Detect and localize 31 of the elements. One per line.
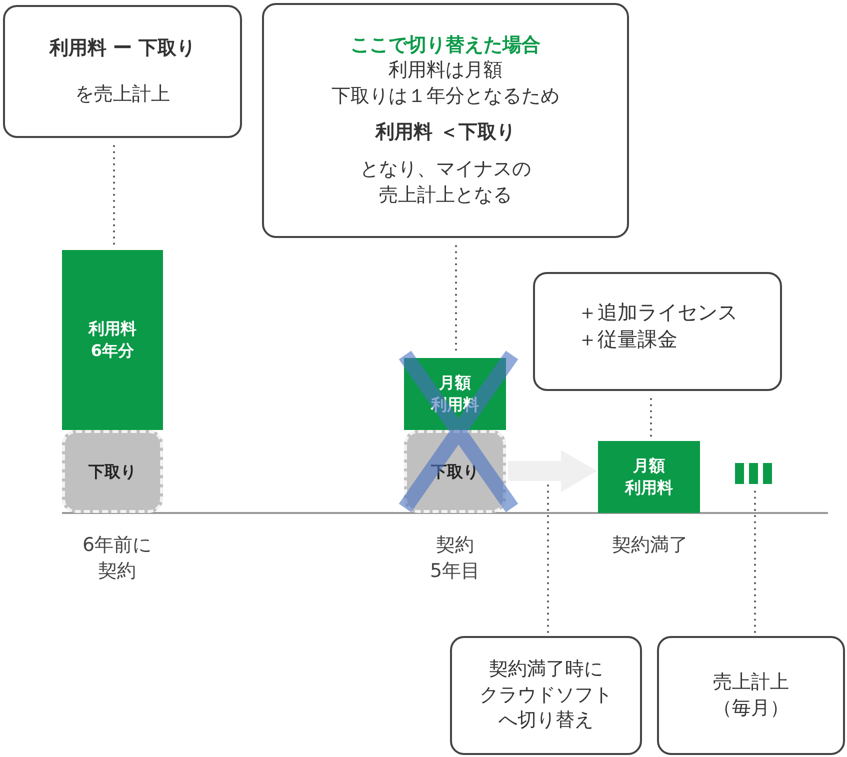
- ellipsis-mark: [735, 463, 772, 484]
- block-arrow: [508, 450, 597, 492]
- callout-text: ＋追加ライセンス＋従量課金: [578, 298, 738, 352]
- fee-bar: [404, 358, 506, 430]
- timeline-label: 契約満了: [611, 533, 689, 558]
- callout-text: 利用料 ー 下取り: [49, 36, 196, 61]
- leader-line: [650, 398, 652, 438]
- callout-text: 利用料 ＜下取り: [376, 120, 516, 144]
- callout-box: [657, 636, 845, 755]
- callout-text: となり、マイナスの売上計上となる: [360, 157, 531, 208]
- callout-text: ここで切り替えた場合: [350, 32, 540, 58]
- leader-line: [113, 145, 115, 247]
- callout-text: 利用料は月額下取りは１年分となるため: [332, 58, 560, 109]
- timeline-label: 6年前に契約: [81, 533, 153, 584]
- callout-box: [533, 272, 782, 391]
- timeline-label: 契約5年目: [428, 533, 482, 584]
- fee-bar: [598, 441, 700, 513]
- bar-label: 月額利用料: [625, 455, 673, 499]
- bar-label: 下取り: [431, 460, 479, 482]
- trade-in-bar: [62, 430, 163, 513]
- bar-label: 利用料6年分: [88, 318, 136, 362]
- bar-label: 下取り: [88, 460, 136, 482]
- callout-text: 売上計上（毎月）: [713, 670, 789, 720]
- callout-text: を売上計上: [75, 82, 170, 106]
- callout-text: 契約満了時にクラウドソフトへ切り替え: [480, 657, 612, 734]
- callout-box: [3, 5, 242, 138]
- trade-in-bar: [404, 430, 506, 513]
- callout-box: [262, 3, 629, 238]
- callout-box: [450, 636, 642, 755]
- fee-bar: [62, 250, 163, 430]
- leader-line: [547, 484, 549, 633]
